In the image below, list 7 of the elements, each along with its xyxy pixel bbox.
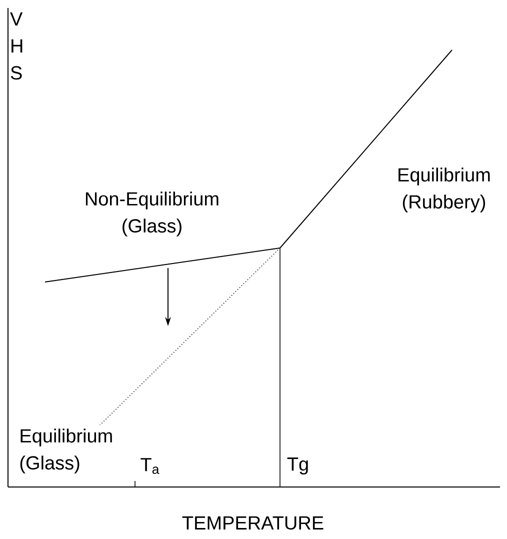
axis-tick-label: Tg: [287, 458, 308, 474]
axis-label: V H S: [10, 12, 23, 80]
curve-label: Equilibrium (Glass): [20, 428, 112, 474]
curve-label: Non-Equilibrium (Glass): [86, 192, 218, 236]
curve-label: Equilibrium (Rubbery): [398, 168, 490, 212]
axis-tick-label: T$_{a}$: [140, 458, 160, 474]
axis-label: TEMPERATURE: [182, 516, 324, 530]
